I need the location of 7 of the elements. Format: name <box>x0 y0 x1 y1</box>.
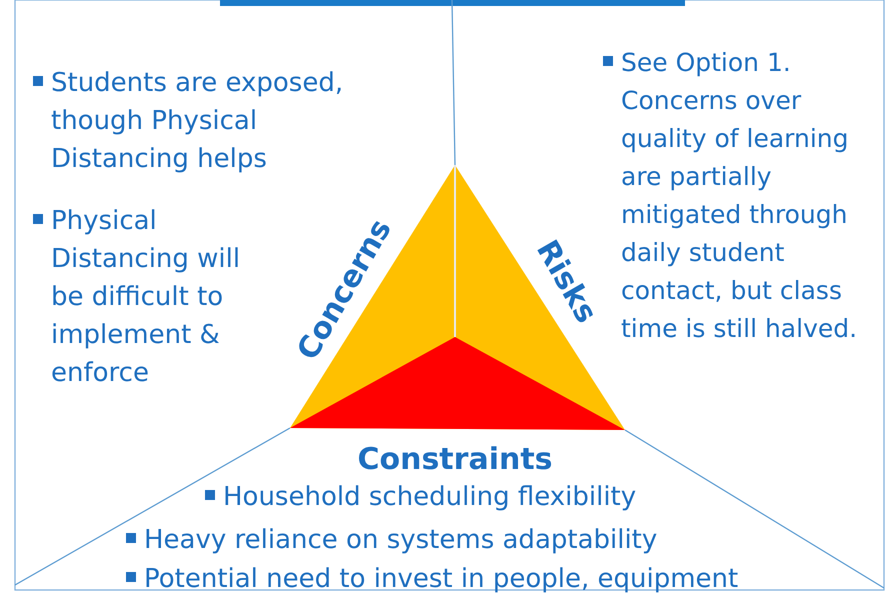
bullet-text: Students are exposed, though Physical Distancing helps <box>51 67 344 176</box>
bullet-text: Potential need to invest in people, equipment <box>144 563 738 594</box>
face-label: Constraints <box>357 445 553 475</box>
bullet-text: Household scheduling flexibility <box>223 481 636 514</box>
bullet-text: Physical Distancing will be difficult to implement & enforce <box>51 205 242 390</box>
bullet-text: Heavy reliance on systems adaptability <box>144 524 658 557</box>
bullet-text: See Option 1. Concerns over quality of learning are partially mitigated through daily student contact, but class time is still halved. <box>621 47 858 345</box>
